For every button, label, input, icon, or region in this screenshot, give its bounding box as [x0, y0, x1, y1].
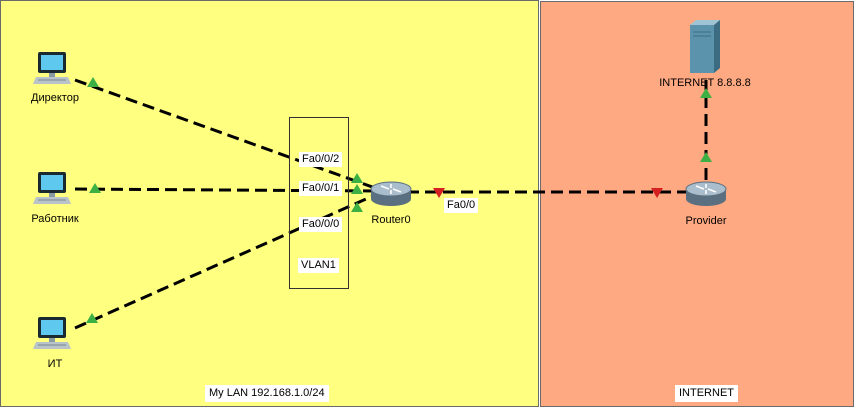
link-up-arrow — [87, 77, 99, 87]
link-up-arrow — [351, 173, 363, 183]
server-internet[interactable] — [688, 19, 722, 78]
server-icon — [690, 20, 720, 73]
port-fa0-0-label: Fa0/0 — [444, 198, 479, 213]
router-icon — [685, 181, 727, 206]
router-router0[interactable] — [369, 180, 413, 213]
pc-it-label: ИТ — [47, 358, 63, 370]
desktop-pc-icon — [33, 317, 71, 349]
provider-label: Provider — [685, 215, 727, 227]
vlan-label: VLAN1 — [298, 258, 339, 273]
switch-box[interactable] — [289, 117, 349, 289]
link-down-arrow — [433, 188, 445, 198]
internet-area-label: INTERNET — [675, 385, 738, 402]
server-label: INTERNET 8.8.8.8 — [659, 77, 751, 89]
pc-worker-label: Работник — [31, 213, 79, 225]
link-up-arrow — [700, 88, 712, 98]
desktop-pc-icon — [33, 172, 71, 204]
port-fa0-0-0-label: Fa0/0/0 — [299, 217, 343, 232]
link-up-arrow — [89, 183, 101, 193]
desktop-pc-icon — [33, 52, 71, 84]
link-up-arrow — [86, 313, 98, 323]
router-provider[interactable] — [684, 180, 728, 213]
pc-director-label: Директор — [31, 92, 79, 104]
router0-label: Router0 — [371, 214, 411, 226]
pc-it[interactable] — [33, 316, 73, 355]
router-icon — [370, 181, 412, 206]
link-worker-router[interactable] — [74, 187, 376, 193]
link-up-arrow — [351, 202, 363, 212]
pc-worker[interactable] — [33, 171, 73, 210]
lan-area-label: My LAN 192.168.1.0/24 — [205, 385, 329, 402]
link-up-arrow — [700, 152, 712, 162]
port-fa0-0-1-label: Fa0/0/1 — [299, 181, 343, 196]
link-up-arrow — [351, 184, 363, 194]
link-down-arrow — [651, 188, 663, 198]
pc-director[interactable] — [33, 51, 73, 90]
port-fa0-0-2-label: Fa0/0/2 — [299, 152, 343, 167]
